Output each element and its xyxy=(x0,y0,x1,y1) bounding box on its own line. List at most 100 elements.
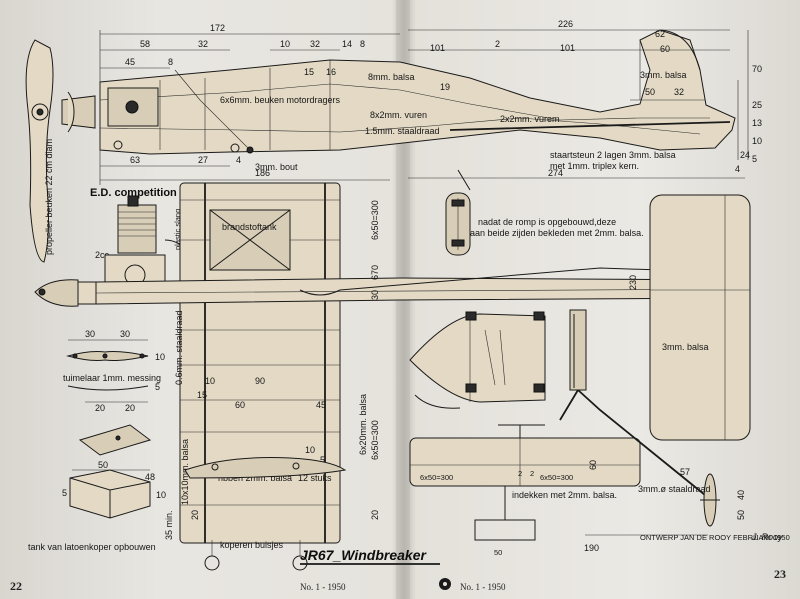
bolt-head xyxy=(246,146,254,154)
rocker-dim-10: 10 xyxy=(155,352,165,362)
note-tail-support-line2: met 1mm. triplex kern. xyxy=(550,161,639,171)
note-pine-2x2: 2x2mm. vurem xyxy=(500,114,560,124)
designer-signature: J. Rooy xyxy=(751,532,783,542)
dim-24: 24 xyxy=(740,150,750,160)
landing-gear xyxy=(559,309,720,536)
wing-dim-45: 45 xyxy=(316,400,326,410)
dim-101b: 101 xyxy=(560,43,575,53)
engine-cc: 2cc xyxy=(95,250,110,260)
dim-27: 27 xyxy=(198,155,208,165)
wing-dim-15: 15 xyxy=(197,390,207,400)
note-tail-support-line1: staartsteun 2 lagen 3mm. balsa xyxy=(550,150,676,160)
wing-dim-6x20: 6x20mm. balsa xyxy=(358,394,368,455)
dim-62: 62 xyxy=(655,29,665,39)
note-motor-mounts: 6x6mm. beuken motordragers xyxy=(220,95,341,105)
dim-10b: 10 xyxy=(752,136,762,146)
dim-5: 5 xyxy=(752,154,757,164)
fuselage-dimension-lines xyxy=(99,29,749,185)
dim-14: 14 xyxy=(342,39,352,49)
rocker-dim-30a: 30 xyxy=(85,329,95,339)
fuselage-former-detail xyxy=(445,169,471,256)
dim-186: 186 xyxy=(255,168,270,178)
dim-32b: 32 xyxy=(310,39,320,49)
drawing-title: JR67_Windbreaker xyxy=(300,547,427,563)
wing-dim-670: 670 xyxy=(370,265,380,280)
wheel-left xyxy=(204,555,220,571)
wing-note-copper: koperen buisjes xyxy=(220,540,284,550)
rocker-dim-20b: 20 xyxy=(125,403,135,413)
wing-note-spar: 10x10mm. balsa xyxy=(180,439,190,505)
dim-101a: 101 xyxy=(430,43,445,53)
tank-dim-50: 50 xyxy=(98,460,108,470)
spinner xyxy=(34,279,99,307)
rocker-dim-5: 5 xyxy=(155,382,160,392)
tank-dim-10: 10 xyxy=(156,490,166,500)
credit-line: ONTWERP JAN DE ROOY FEBRUARI 1950 xyxy=(640,533,790,542)
wing-plan xyxy=(179,182,341,544)
note-steel-wire: 1.5mm. staaldraad xyxy=(365,126,440,136)
dim-172: 172 xyxy=(210,23,225,33)
rocker-label: tuimelaar 1mm. messing xyxy=(63,373,161,383)
wing-dim-10: 10 xyxy=(205,376,215,386)
tailplane-dim-230: 230 xyxy=(628,275,638,290)
fuselage-side-view xyxy=(99,29,736,155)
wing-dim-6x50b: 6x50=300 xyxy=(370,420,380,460)
rocker-dim-30b: 30 xyxy=(120,329,130,339)
dim-8a: 8 xyxy=(360,39,365,49)
propeller-label: propeller beuken 22 cm diam xyxy=(44,139,54,255)
issue-right: No. 1 - 1950 xyxy=(460,582,506,592)
dim-25: 25 xyxy=(752,100,762,110)
dim-10a: 10 xyxy=(280,39,290,49)
page-number-right: 23 xyxy=(774,567,786,581)
dim-19: 19 xyxy=(440,82,450,92)
gear-wire-label: 3mm.ø staaldraad xyxy=(638,484,711,494)
dim-60: 60 xyxy=(660,44,670,54)
wing-dim-90: 90 xyxy=(255,376,265,386)
wing-dim-30: 30 xyxy=(370,290,380,300)
dim-4: 4 xyxy=(236,155,241,165)
wing-rib-profile xyxy=(184,457,347,479)
stabilizer-top-view xyxy=(409,424,641,541)
dim-4b: 4 xyxy=(735,164,740,174)
note-fin-balsa: 3mm. balsa xyxy=(640,70,687,80)
stab-dim-2b: 2 xyxy=(530,469,534,478)
stab-dim-2a: 2 xyxy=(518,469,522,478)
wing-dim-20b: 20 xyxy=(190,510,200,520)
tailplane-material: 3mm. balsa xyxy=(662,342,709,352)
wing-dim-10b: 10 xyxy=(305,445,315,455)
wing-note-ribs-count: 12 stuks xyxy=(298,473,332,483)
tank-label: tank van latoenkoper opbouwen xyxy=(28,542,156,552)
center-cover-note-line2: aan beide zijden bekleden met 2mm. balsa… xyxy=(470,228,644,238)
tailplane-plan xyxy=(649,194,751,441)
engine-hose-label: plastic slang xyxy=(173,209,182,250)
wing-dim-5: 5 xyxy=(320,455,325,465)
stab-tip-cover: indekken met 2mm. balsa. xyxy=(512,490,617,500)
gear-dim-60: 60 xyxy=(588,460,598,470)
stab-dim-50b: 50 xyxy=(494,548,502,557)
dim-274: 274 xyxy=(548,168,563,178)
engine-mount-circle xyxy=(125,100,139,114)
tank-drawing xyxy=(69,469,151,519)
stabilizer-side-view xyxy=(409,311,546,409)
dim-58: 58 xyxy=(140,39,150,49)
dim-15: 15 xyxy=(304,67,314,77)
fuselage-top-view xyxy=(95,261,741,311)
note-tail-support: staartsteun 2 lagen 3mm. balsa met 1mm. … xyxy=(550,150,678,171)
stab-dim-b: 6x50=300 xyxy=(540,473,573,482)
dim-8b: 8 xyxy=(168,57,173,67)
wing-dim-6x50a: 6x50=300 xyxy=(370,200,380,240)
dim-32c: 32 xyxy=(674,87,684,97)
gear-dim-57: 57 xyxy=(680,467,690,477)
magazine-logo-icon xyxy=(439,578,451,590)
dim-45: 45 xyxy=(125,57,135,67)
note-pine-8x2: 8x2mm. vuren xyxy=(370,110,427,120)
wing-note-steel: 0.6mm. staaldraad xyxy=(174,310,184,385)
center-cover-note: nadat de romp is opgebouwd,deze aan beid… xyxy=(470,217,644,238)
dim-2: 2 xyxy=(495,39,500,49)
dim-226: 226 xyxy=(558,19,573,29)
tank-dim-5: 5 xyxy=(62,488,67,498)
gear-dim-40: 40 xyxy=(736,490,746,500)
dim-16: 16 xyxy=(326,67,336,77)
rocker-dim-20a: 20 xyxy=(95,403,105,413)
